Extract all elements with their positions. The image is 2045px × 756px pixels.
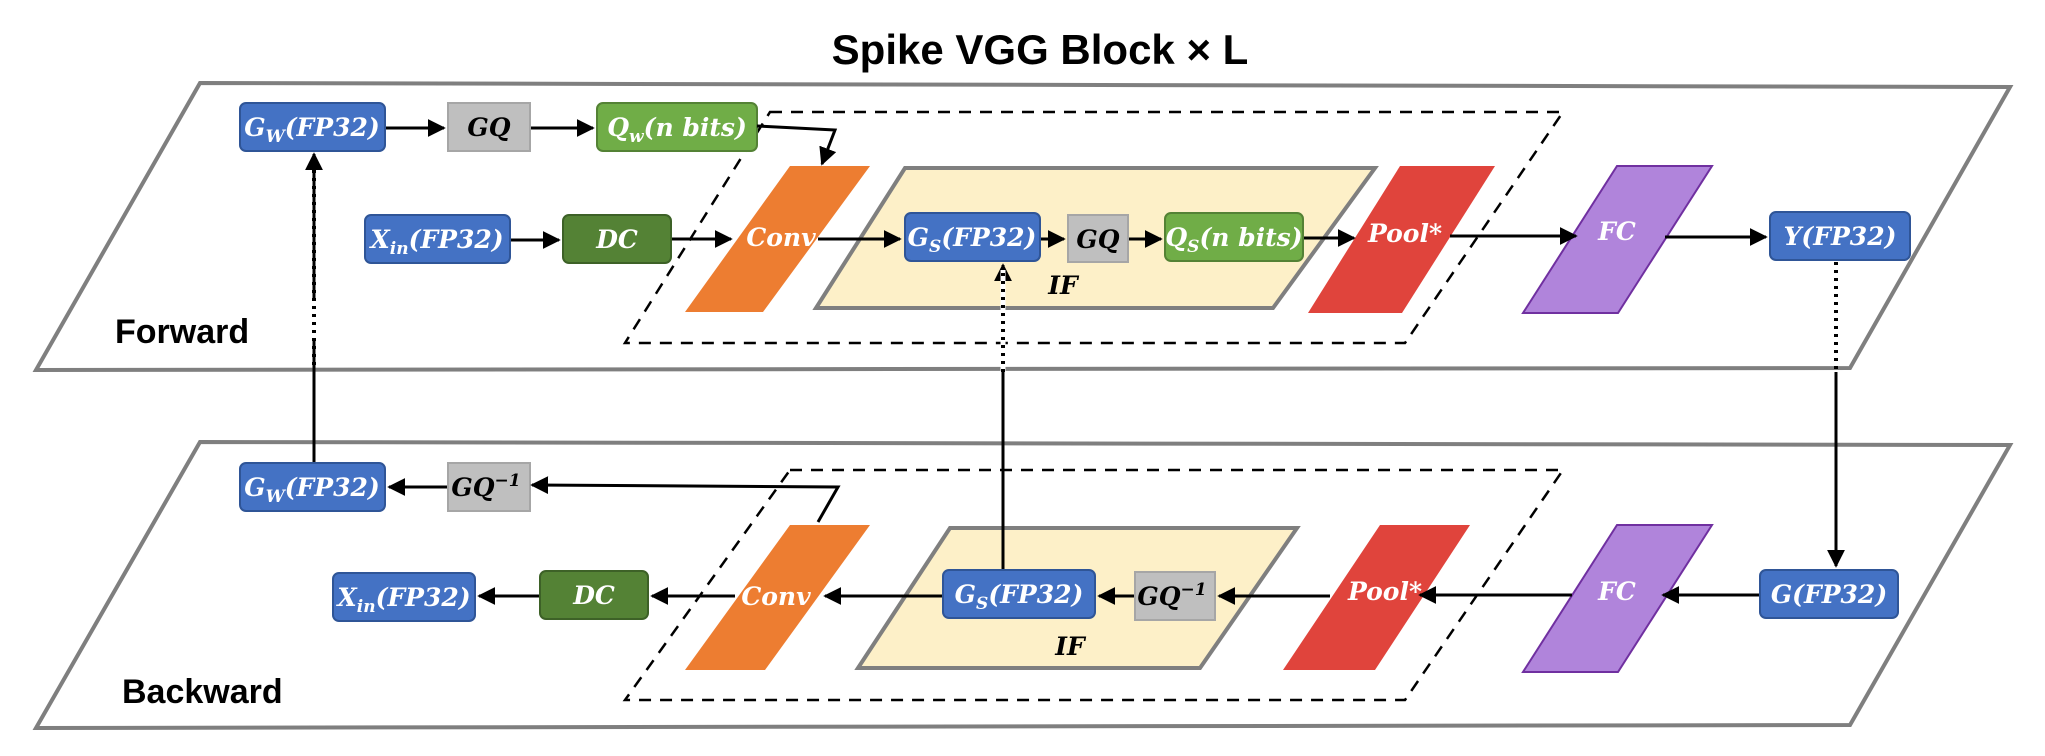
- forward-conv-shape: Conv: [685, 166, 870, 312]
- forward-xin-sub: in: [390, 239, 409, 259]
- forward-qs-main: Q: [1165, 223, 1187, 252]
- forward-gs-sub: S: [929, 237, 941, 257]
- forward-gw-rest: (FP32): [285, 113, 380, 142]
- forward-gs-main: G: [908, 223, 929, 252]
- svg-text:GQ−1: GQ−1: [451, 471, 520, 502]
- forward-fc-shape: FC: [1521, 165, 1714, 314]
- forward-pool-shape: Pool*: [1308, 166, 1495, 313]
- forward-gw-box: GW(FP32): [239, 102, 386, 152]
- forward-dc-box: DC: [562, 214, 672, 264]
- forward-xin-box: Xin(FP32): [364, 214, 511, 264]
- forward-qs-rest: (n bits): [1199, 223, 1302, 252]
- forward-conv-label: Conv: [746, 223, 816, 252]
- backward-gs-main: G: [955, 580, 976, 609]
- forward-gs-box: GS(FP32): [904, 212, 1041, 262]
- svg-text:GQ−1: GQ−1: [1137, 580, 1206, 611]
- backward-xin-box: Xin(FP32): [332, 572, 476, 622]
- svg-text:Qw(n bits): Qw(n bits): [607, 113, 747, 147]
- forward-xin-rest: (FP32): [409, 225, 504, 254]
- backward-gs-sub: S: [976, 594, 988, 614]
- arrow-conv-gqinv: [530, 476, 841, 523]
- backward-conv-label: Conv: [741, 582, 811, 611]
- svg-text:GS(FP32): GS(FP32): [908, 223, 1037, 257]
- backward-label: Backward: [122, 673, 283, 711]
- forward-dc-label: DC: [595, 225, 638, 254]
- backward-xin-rest: (FP32): [376, 583, 471, 612]
- svg-text:Xin(FP32): Xin(FP32): [335, 583, 470, 617]
- forward-pool-label: Pool*: [1367, 219, 1442, 248]
- backward-pool-label: Pool*: [1347, 577, 1422, 606]
- backward-gs-box: GS(FP32): [942, 569, 1096, 619]
- backward-g-box: G(FP32): [1759, 569, 1899, 619]
- backward-gw-main: G: [244, 473, 265, 502]
- backward-if-label: IF: [1054, 632, 1087, 661]
- forward-gq-inner-label: GQ: [1076, 225, 1119, 254]
- backward-gw-sub: W: [266, 487, 287, 507]
- backward-conv-shape: Conv: [685, 525, 870, 670]
- svg-text:Xin(FP32): Xin(FP32): [368, 225, 503, 259]
- forward-y-box: Y(FP32): [1769, 211, 1911, 261]
- svg-text:GW(FP32): GW(FP32): [244, 473, 379, 507]
- backward-gq-inv-sup: −1: [495, 471, 521, 491]
- forward-qw-rest: (n bits): [644, 113, 747, 142]
- backward-gw-box: GW(FP32): [239, 462, 386, 512]
- forward-gq-inner-box: GQ: [1067, 214, 1129, 263]
- arrow-qw-conv: [756, 124, 838, 166]
- forward-qw-box: Qw(n bits): [596, 102, 758, 152]
- forward-gw-main: G: [244, 113, 265, 142]
- backward-fc-label: FC: [1597, 577, 1636, 606]
- backward-gq-inv-main: GQ: [451, 473, 494, 502]
- svg-text:QS(n bits): QS(n bits): [1165, 223, 1302, 257]
- forward-gq-label: GQ: [467, 113, 510, 142]
- forward-qs-box: QS(n bits): [1164, 212, 1304, 262]
- backward-gw-rest: (FP32): [285, 473, 380, 502]
- forward-gs-rest: (FP32): [941, 223, 1036, 252]
- forward-label: Forward: [115, 313, 249, 351]
- forward-gq-box: GQ: [447, 102, 531, 152]
- forward-qw-sub: w: [629, 127, 645, 147]
- backward-gq-inv-inner-box: GQ−1: [1134, 571, 1216, 621]
- backward-g-label: G(FP32): [1771, 580, 1887, 609]
- backward-xin-sub: in: [357, 597, 376, 617]
- backward-dc-label: DC: [572, 581, 615, 610]
- backward-block-region: [622, 468, 1566, 702]
- backward-gq-inv-inner-main: GQ: [1137, 582, 1180, 611]
- backward-gs-rest: (FP32): [988, 580, 1083, 609]
- backward-fc-shape: FC: [1521, 524, 1714, 673]
- forward-gw-sub: W: [266, 127, 287, 147]
- forward-xin-main: X: [368, 225, 391, 254]
- forward-qw-main: Q: [607, 113, 629, 142]
- backward-pool-shape: Pool*: [1283, 525, 1470, 670]
- forward-block-region: [622, 110, 1566, 345]
- forward-if-label: IF: [1047, 271, 1080, 300]
- forward-fc-label: FC: [1597, 217, 1636, 246]
- forward-y-label: Y(FP32): [1784, 222, 1897, 251]
- backward-gq-inv-inner-sup: −1: [1181, 580, 1207, 600]
- backward-dc-box: DC: [539, 570, 649, 620]
- backward-xin-main: X: [335, 583, 358, 612]
- diagram-title: Spike VGG Block × L: [832, 26, 1249, 73]
- backward-gq-inv-box: GQ−1: [447, 462, 531, 512]
- forward-qs-sub: S: [1187, 237, 1199, 257]
- svg-text:GW(FP32): GW(FP32): [244, 113, 379, 147]
- svg-text:GS(FP32): GS(FP32): [955, 580, 1084, 614]
